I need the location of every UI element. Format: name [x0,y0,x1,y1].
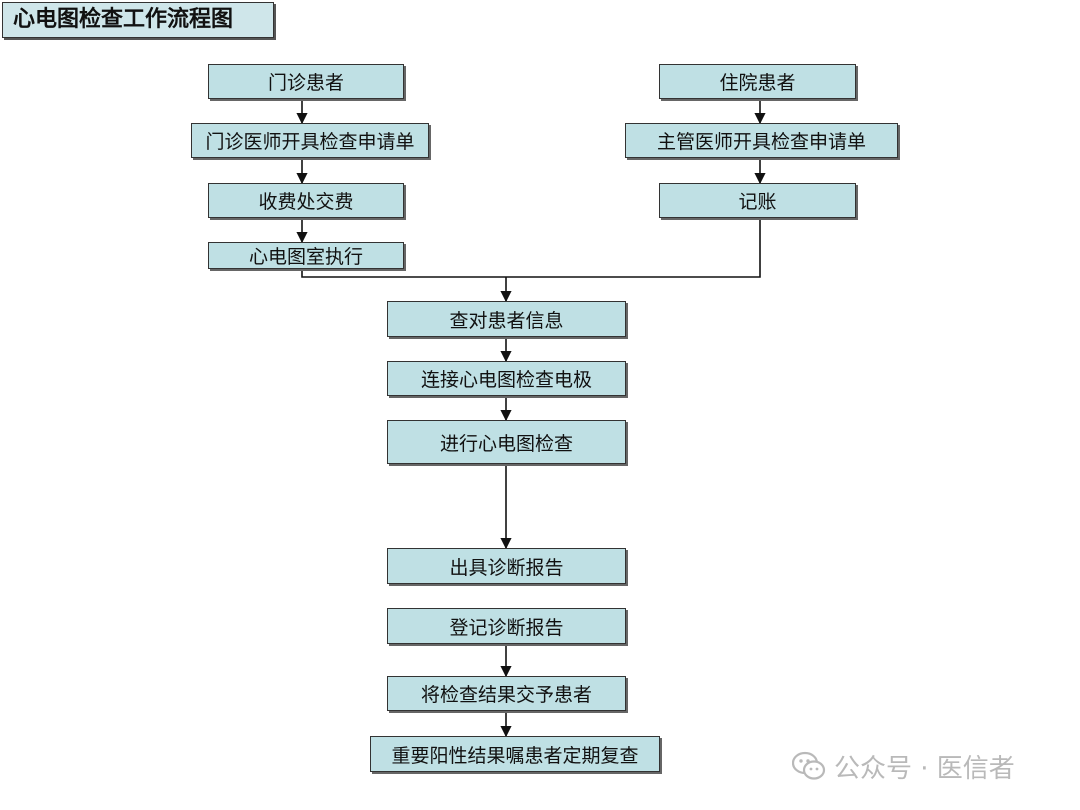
ecg-room-box: 心电图室执行 [208,242,404,269]
inpatient-box: 住院患者 [659,64,856,99]
outpatient-doctor-request-box: 门诊医师开具检查申请单 [191,123,429,158]
merge-line [301,218,761,278]
billing-box: 记账 [659,183,856,218]
payment-box: 收费处交费 [208,183,404,218]
perform-ecg-box: 进行心电图检查 [387,420,626,464]
verify-patient-box: 查对患者信息 [387,301,626,337]
connect-electrodes-box: 连接心电图检查电极 [387,361,626,396]
issue-report-box: 出具诊断报告 [387,548,626,584]
followup-box: 重要阳性结果嘱患者定期复查 [370,736,660,772]
wechat-icon [792,751,826,780]
watermark: 公众号 · 医信者 [792,748,1015,784]
page-title: 心电图检查工作流程图 [2,2,274,38]
watermark-text: 公众号 · 医信者 [834,753,1015,784]
register-report-box: 登记诊断报告 [387,608,626,644]
outpatient-box: 门诊患者 [208,64,404,99]
inpatient-doctor-request-box: 主管医师开具检查申请单 [625,123,898,158]
deliver-results-box: 将检查结果交予患者 [387,676,626,711]
